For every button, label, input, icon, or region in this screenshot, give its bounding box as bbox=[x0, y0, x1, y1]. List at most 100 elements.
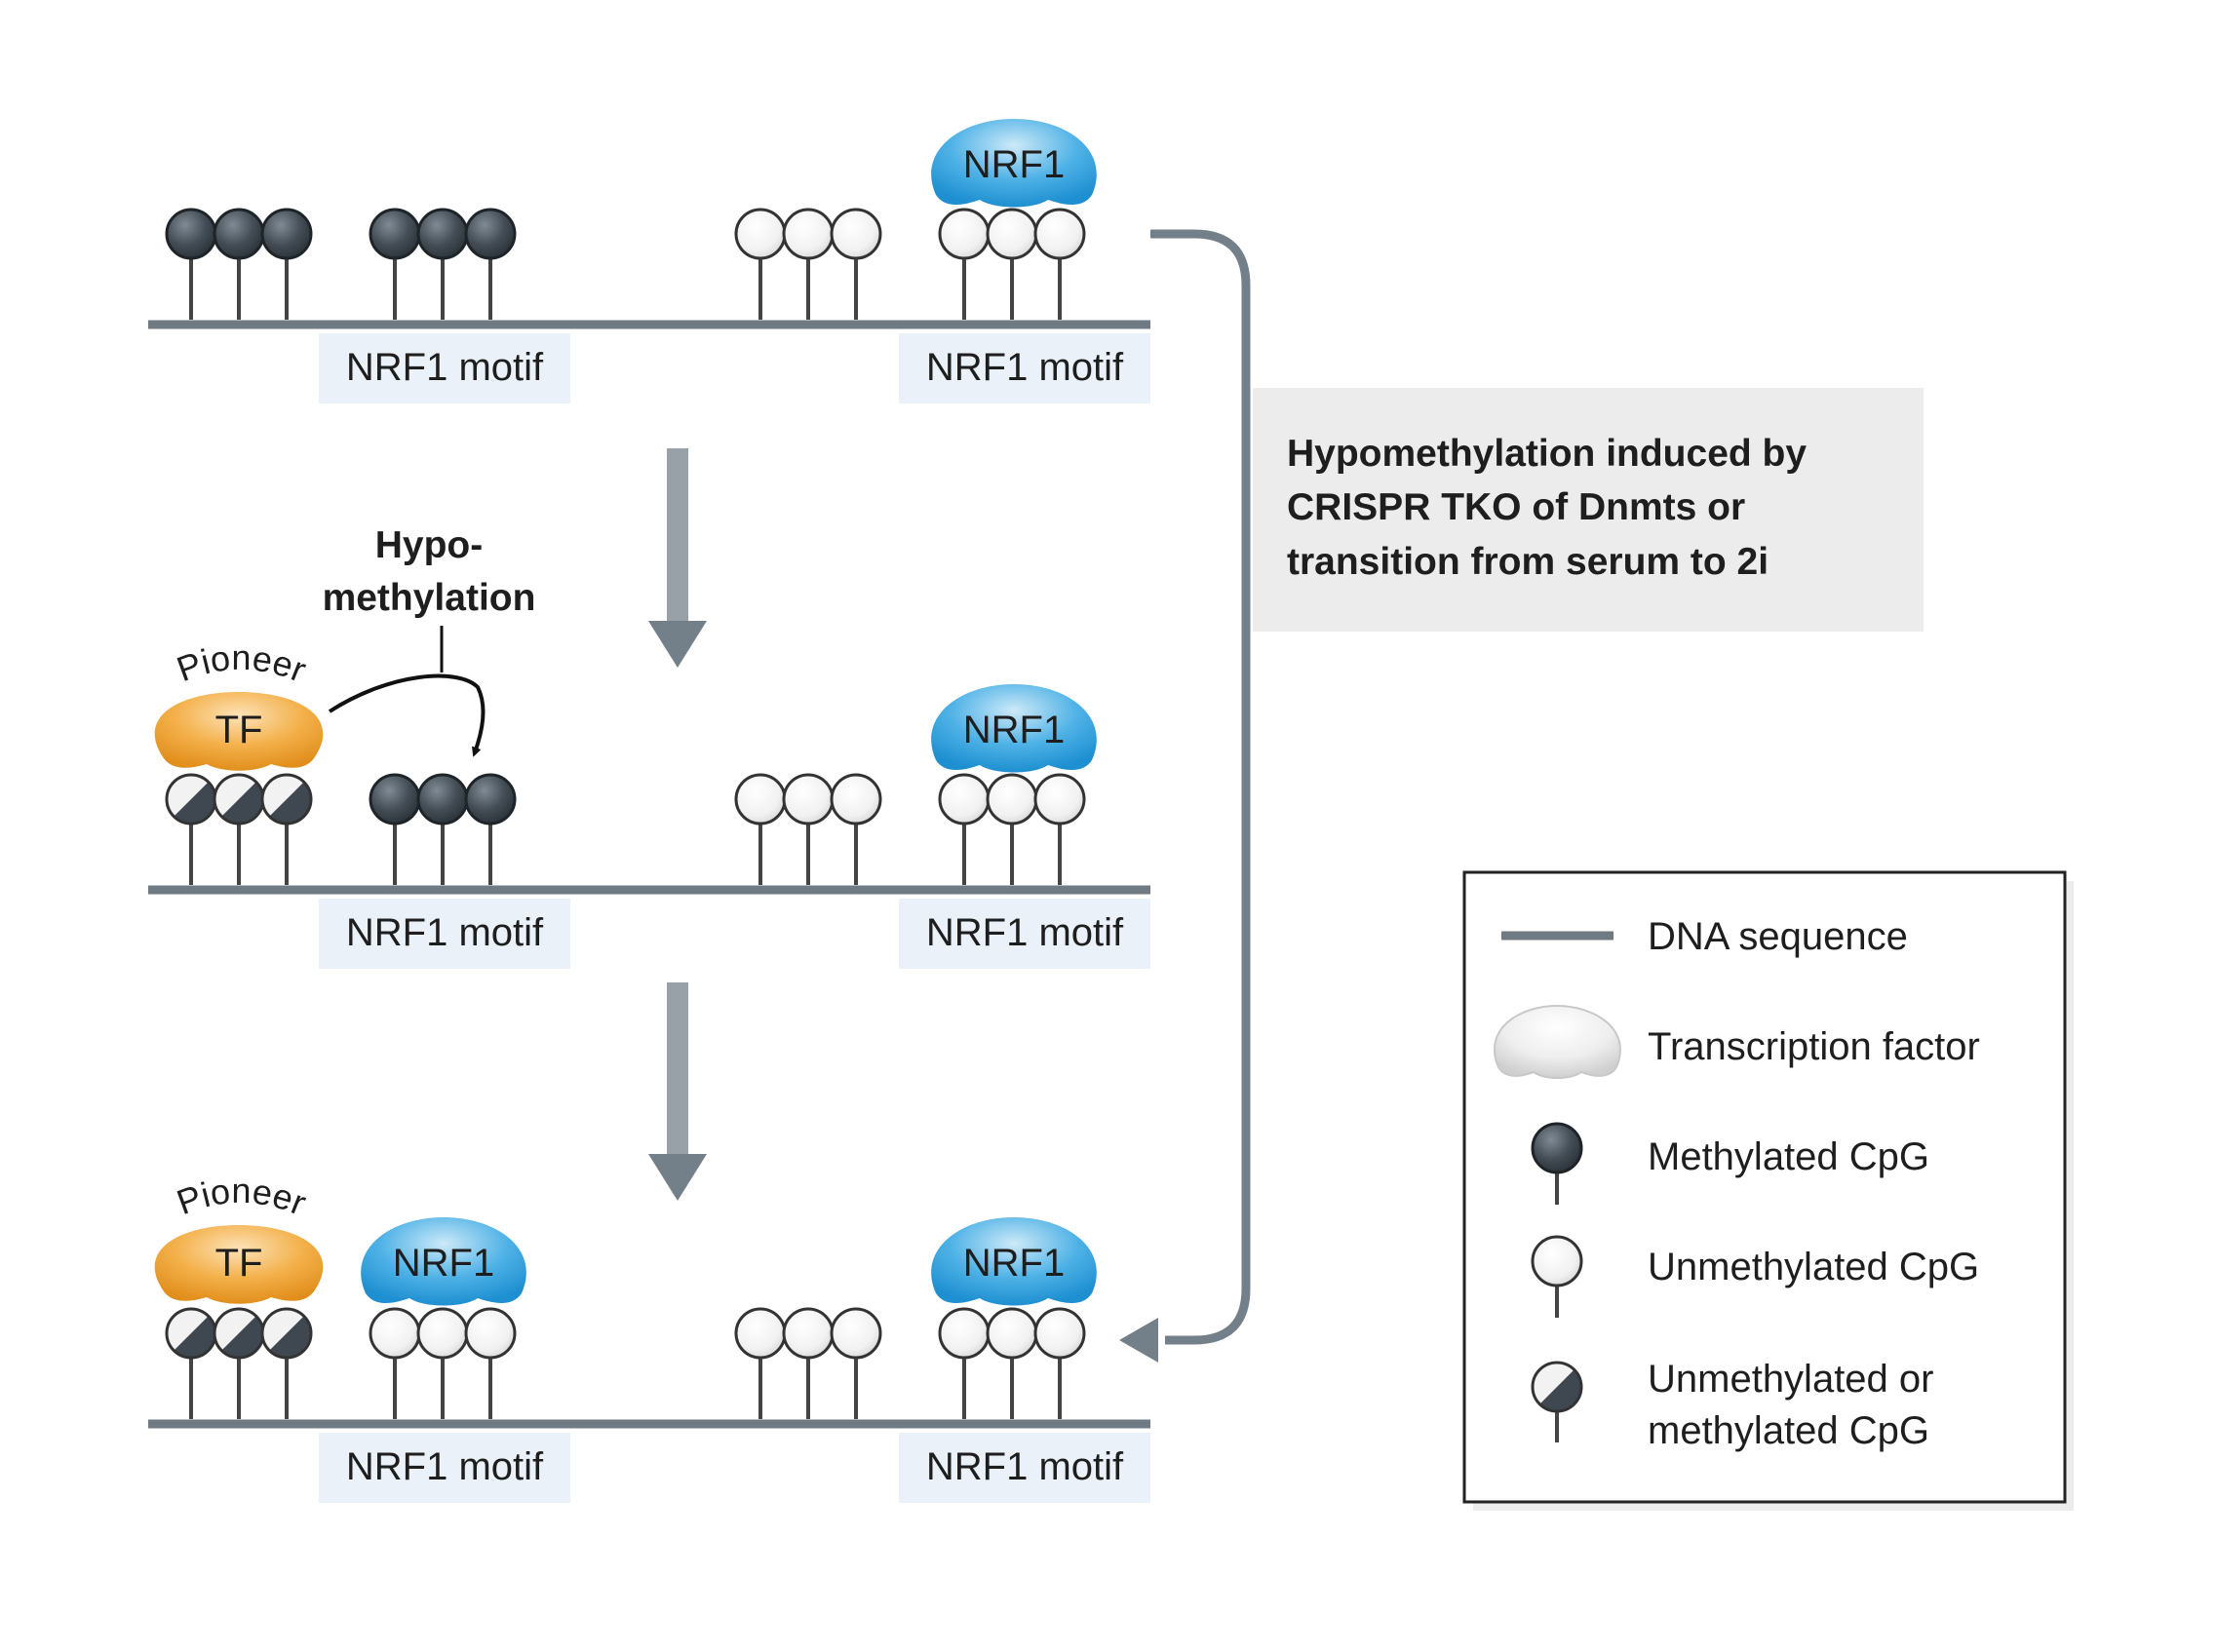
nrf1-label-middle: NRF1 bbox=[963, 709, 1065, 751]
hypomethylation-annotation: Hypo- methylation bbox=[323, 524, 536, 757]
unmethylated-cpg bbox=[782, 1307, 835, 1360]
ambiguous-cpg bbox=[260, 1307, 313, 1360]
cpg-group-bot-4 bbox=[938, 1307, 1086, 1419]
tf-label-bottom: TF bbox=[215, 1242, 263, 1285]
methylated-cpg bbox=[416, 208, 469, 260]
legend-either-label-line2: methylated CpG bbox=[1648, 1409, 1929, 1452]
nrf1-label-bottom-right: NRF1 bbox=[963, 1242, 1065, 1285]
bracket-path bbox=[1150, 229, 1251, 1345]
methylated-cpg bbox=[464, 773, 517, 826]
legend-tf-icon bbox=[1493, 1004, 1621, 1079]
side-note-line2: CRISPR TKO of Dnmts or bbox=[1287, 486, 1745, 528]
cpg-group-top-2 bbox=[369, 208, 517, 320]
bypass-bracket-arrow bbox=[1119, 229, 1251, 1363]
unmethylated-cpg bbox=[464, 1307, 517, 1360]
side-note: Hypomethylation induced by CRISPR TKO of… bbox=[1253, 388, 1924, 632]
ambiguous-cpg bbox=[165, 1307, 217, 1360]
pioneer-label-bottom: Pioneer bbox=[172, 1171, 312, 1223]
nrf1-blob-bottom-right bbox=[931, 1217, 1097, 1306]
unmethylated-cpg bbox=[1033, 773, 1086, 826]
legend-methylated-label: Methylated CpG bbox=[1648, 1135, 1929, 1178]
step-arrow-2 bbox=[648, 982, 707, 1201]
tf-middle-pioneer: TF Pioneer bbox=[154, 637, 324, 771]
motif-box-top-left bbox=[319, 333, 570, 403]
unmethylated-cpg bbox=[986, 773, 1038, 826]
nrf1-blob-top bbox=[931, 119, 1097, 208]
motif-box-top-right bbox=[899, 333, 1150, 403]
bracket-arrow-head bbox=[1119, 1318, 1158, 1363]
unmethylated-cpg bbox=[734, 1307, 787, 1360]
tf-bottom-nrf1-right: NRF1 bbox=[931, 1217, 1097, 1306]
hypo-label-line1: Hypo- bbox=[375, 524, 484, 566]
methylated-cpg bbox=[260, 208, 313, 260]
methylated-cpg bbox=[416, 773, 469, 826]
motif-label-middle-right: NRF1 motif bbox=[926, 911, 1124, 954]
legend: DNA sequence Transcription factor Methyl… bbox=[1462, 870, 2074, 1511]
legend-methylated-icon bbox=[1531, 1122, 1583, 1205]
side-note-line3: transition from serum to 2i bbox=[1287, 541, 1769, 583]
legend-dna-label: DNA sequence bbox=[1648, 915, 1908, 958]
ambiguous-cpg bbox=[165, 773, 217, 826]
cpg-group-bot-3 bbox=[734, 1307, 882, 1419]
cpg-sites bbox=[165, 208, 1086, 1419]
step-arrow-1-head bbox=[648, 621, 707, 668]
unmethylated-cpg bbox=[938, 1307, 991, 1360]
nrf1-label-bottom-left: NRF1 bbox=[393, 1242, 494, 1285]
ambiguous-cpg bbox=[213, 773, 265, 826]
cpg-group-top-1 bbox=[165, 208, 313, 320]
unmethylated-cpg bbox=[986, 208, 1038, 260]
step-arrow-1 bbox=[648, 448, 707, 668]
motif-label-top-left: NRF1 motif bbox=[346, 346, 544, 389]
side-note-line1: Hypomethylation induced by bbox=[1287, 433, 1807, 475]
methylated-cpg bbox=[165, 208, 217, 260]
unmethylated-cpg bbox=[416, 1307, 469, 1360]
cpg-group-top-3 bbox=[734, 208, 882, 320]
cpg-group-mid-3 bbox=[734, 773, 882, 885]
unmethylated-cpg bbox=[734, 773, 787, 826]
motif-label-bottom-right: NRF1 motif bbox=[926, 1445, 1124, 1488]
motif-label-top-right: NRF1 motif bbox=[926, 346, 1124, 389]
step-arrow-2-shaft bbox=[667, 982, 688, 1160]
motif-box-middle-left bbox=[319, 899, 570, 969]
cpg-group-top-4 bbox=[938, 208, 1086, 320]
step-arrow-1-shaft bbox=[667, 448, 688, 626]
tf-label-middle: TF bbox=[215, 709, 263, 751]
step-arrow-2-head bbox=[648, 1154, 707, 1201]
unmethylated-cpg bbox=[830, 208, 882, 260]
cpg-group-bot-2 bbox=[369, 1307, 517, 1419]
motif-box-middle-right bbox=[899, 899, 1150, 969]
tf-bottom-nrf1-left: NRF1 bbox=[361, 1217, 526, 1306]
methylated-cpg bbox=[464, 208, 517, 260]
unmethylated-cpg bbox=[830, 1307, 882, 1360]
unmethylated-cpg bbox=[369, 1307, 421, 1360]
tf-middle-nrf1: NRF1 bbox=[931, 684, 1097, 773]
unmethylated-cpg bbox=[734, 208, 787, 260]
tf-top-nrf1: NRF1 bbox=[931, 119, 1097, 208]
pioneer-tf-blob-bottom bbox=[154, 1225, 324, 1304]
ambiguous-cpg bbox=[260, 773, 313, 826]
methylated-cpg bbox=[369, 773, 421, 826]
legend-unmethylated-icon bbox=[1531, 1235, 1583, 1318]
side-note-box bbox=[1253, 388, 1924, 632]
nrf1-blob-middle bbox=[931, 684, 1097, 773]
pioneer-tf-blob-middle bbox=[154, 692, 324, 771]
unmethylated-cpg bbox=[938, 773, 991, 826]
hypo-label-line2: methylation bbox=[323, 577, 536, 619]
unmethylated-cpg bbox=[1033, 1307, 1086, 1360]
methylated-cpg bbox=[369, 208, 421, 260]
unmethylated-cpg bbox=[1033, 208, 1086, 260]
cpg-group-mid-4 bbox=[938, 773, 1086, 885]
motif-boxes bbox=[319, 333, 1150, 1503]
cpg-group-mid-1 bbox=[165, 773, 313, 885]
motif-box-bottom-right bbox=[899, 1433, 1150, 1503]
motif-label-middle-left: NRF1 motif bbox=[346, 911, 544, 954]
unmethylated-cpg bbox=[938, 208, 991, 260]
motif-labels: NRF1 motif NRF1 motif NRF1 motif NRF1 mo… bbox=[346, 346, 1124, 1488]
motif-box-bottom-left bbox=[319, 1433, 570, 1503]
legend-unmethylated-label: Unmethylated CpG bbox=[1648, 1246, 1979, 1288]
unmethylated-cpg bbox=[782, 773, 835, 826]
cpg-group-mid-2 bbox=[369, 773, 517, 885]
hypo-curved-arrow bbox=[328, 673, 486, 757]
